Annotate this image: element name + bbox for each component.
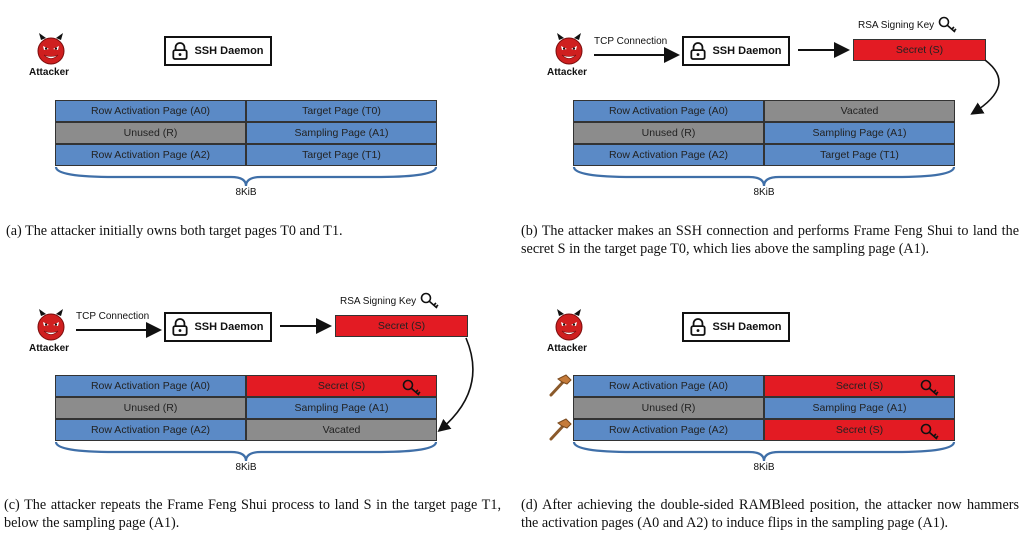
rsa-key-label: RSA Signing Key bbox=[340, 292, 440, 310]
page-a2: Row Activation Page (A2) bbox=[55, 144, 246, 166]
page-t1-secret-label: Secret (S) bbox=[835, 424, 884, 436]
panel-b: Attacker TCP Connection SSH Daemon RSA S… bbox=[518, 0, 1019, 275]
ssh-daemon-box: SSH Daemon bbox=[682, 36, 790, 66]
page-a1: Sampling Page (A1) bbox=[246, 122, 437, 144]
caption-c: (c) The attacker repeats the Frame Feng … bbox=[4, 497, 501, 531]
rsa-key-text: RSA Signing Key bbox=[858, 19, 935, 31]
tcp-connection-label: TCP Connection bbox=[594, 36, 668, 47]
page-a0: Row Activation Page (A0) bbox=[55, 100, 246, 122]
memory-grid-c: Row Activation Page (A0) Secret (S) Unus… bbox=[55, 375, 437, 441]
lock-icon bbox=[172, 318, 188, 336]
ssh-daemon-label: SSH Daemon bbox=[712, 321, 782, 333]
attacker-devil-icon bbox=[554, 32, 584, 66]
secret-to-page-arrow bbox=[970, 59, 1000, 115]
daemon-to-secret-arrow bbox=[798, 42, 850, 58]
page-unused: Unused (R) bbox=[573, 397, 764, 419]
key-icon bbox=[938, 16, 958, 34]
key-icon bbox=[920, 379, 940, 397]
page-t1-vacated: Vacated bbox=[246, 419, 437, 441]
ssh-daemon-label: SSH Daemon bbox=[712, 45, 782, 57]
secret-box: Secret (S) bbox=[853, 39, 986, 61]
lock-icon bbox=[690, 42, 706, 60]
tcp-arrow bbox=[594, 47, 680, 63]
size-label: 8KiB bbox=[753, 187, 775, 198]
lock-icon bbox=[172, 42, 188, 60]
size-brace bbox=[54, 166, 438, 187]
memory-grid-b: Row Activation Page (A0) Vacated Unused … bbox=[573, 100, 955, 166]
caption-b: (b) The attacker makes an SSH connection… bbox=[521, 223, 1019, 257]
page-a1: Sampling Page (A1) bbox=[764, 122, 955, 144]
attacker-label: Attacker bbox=[547, 67, 588, 78]
key-icon bbox=[402, 379, 422, 397]
ssh-daemon-box: SSH Daemon bbox=[682, 312, 790, 342]
lock-icon bbox=[690, 318, 706, 336]
size-brace bbox=[54, 441, 438, 462]
ssh-daemon-label: SSH Daemon bbox=[194, 45, 264, 57]
ssh-daemon-label: SSH Daemon bbox=[194, 321, 264, 333]
page-unused: Unused (R) bbox=[55, 397, 246, 419]
attacker-label: Attacker bbox=[547, 343, 588, 354]
memory-grid-a: Row Activation Page (A0) Target Page (T0… bbox=[55, 100, 437, 166]
memory-grid-d: Row Activation Page (A0) Secret (S) Unus… bbox=[573, 375, 955, 441]
page-t0-secret: Secret (S) bbox=[764, 375, 955, 397]
page-a2: Row Activation Page (A2) bbox=[55, 419, 246, 441]
page-unused: Unused (R) bbox=[573, 122, 764, 144]
hammer-icon-a2 bbox=[542, 417, 572, 443]
panel-a: Attacker SSH Daemon Row Activation Page … bbox=[0, 0, 500, 275]
size-label: 8KiB bbox=[235, 462, 257, 473]
page-unused: Unused (R) bbox=[55, 122, 246, 144]
size-brace bbox=[572, 166, 956, 187]
page-t1: Target Page (T1) bbox=[246, 144, 437, 166]
page-a2: Row Activation Page (A2) bbox=[573, 419, 764, 441]
page-a2: Row Activation Page (A2) bbox=[573, 144, 764, 166]
ssh-daemon-box: SSH Daemon bbox=[164, 312, 272, 342]
attacker-label: Attacker bbox=[29, 343, 70, 354]
page-a0: Row Activation Page (A0) bbox=[55, 375, 246, 397]
page-a1: Sampling Page (A1) bbox=[764, 397, 955, 419]
size-label: 8KiB bbox=[235, 187, 257, 198]
caption-d: (d) After achieving the double-sided RAM… bbox=[521, 497, 1019, 531]
panel-d: Attacker SSH Daemon Row Activation Page … bbox=[518, 278, 1019, 553]
page-t1: Target Page (T1) bbox=[764, 144, 955, 166]
size-brace bbox=[572, 441, 956, 462]
tcp-connection-label: TCP Connection bbox=[76, 311, 150, 322]
hammer-icon-a0 bbox=[542, 373, 572, 399]
page-t0-vacated: Vacated bbox=[764, 100, 955, 122]
rsa-key-label: RSA Signing Key bbox=[858, 16, 958, 34]
page-t0-secret-label: Secret (S) bbox=[835, 380, 884, 392]
daemon-to-secret-arrow bbox=[280, 318, 332, 334]
page-a1: Sampling Page (A1) bbox=[246, 397, 437, 419]
page-t1-secret: Secret (S) bbox=[764, 419, 955, 441]
key-icon bbox=[420, 292, 440, 310]
ssh-daemon-box: SSH Daemon bbox=[164, 36, 272, 66]
key-icon bbox=[920, 423, 940, 441]
attacker-devil-icon bbox=[36, 308, 66, 342]
page-t0-secret-label: Secret (S) bbox=[317, 380, 366, 392]
rsa-key-text: RSA Signing Key bbox=[340, 295, 417, 307]
attacker-devil-icon bbox=[554, 308, 584, 342]
size-label: 8KiB bbox=[753, 462, 775, 473]
secret-box: Secret (S) bbox=[335, 315, 468, 337]
attacker-label: Attacker bbox=[29, 67, 70, 78]
caption-a: (a) The attacker initially owns both tar… bbox=[6, 223, 343, 239]
tcp-arrow bbox=[76, 322, 162, 338]
page-t0-secret: Secret (S) bbox=[246, 375, 437, 397]
page-t0: Target Page (T0) bbox=[246, 100, 437, 122]
page-a0: Row Activation Page (A0) bbox=[573, 100, 764, 122]
page-a0: Row Activation Page (A0) bbox=[573, 375, 764, 397]
attacker-devil-icon bbox=[36, 32, 66, 66]
panel-c: Attacker TCP Connection SSH Daemon RSA S… bbox=[0, 278, 501, 553]
secret-to-page-arrow bbox=[437, 337, 474, 433]
